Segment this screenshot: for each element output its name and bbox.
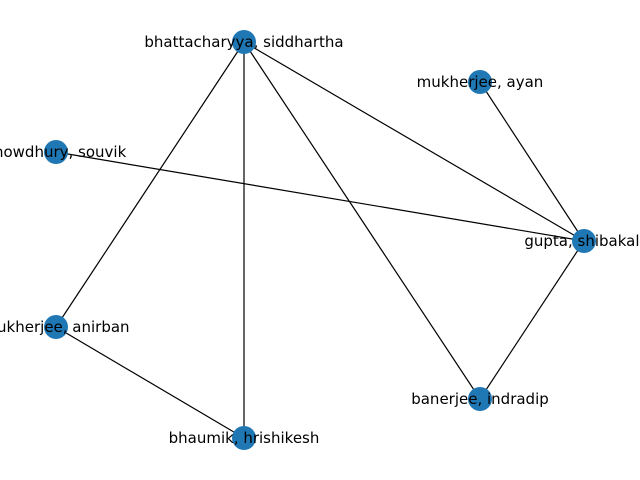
node-banerjee — [468, 387, 492, 411]
node-label-bhaumik: bhaumik, hrishikesh — [169, 429, 320, 447]
node-bhaumik — [232, 426, 256, 450]
node-label-bhattacharyya: bhattacharyya, siddhartha — [144, 33, 343, 51]
nodes-layer — [44, 30, 596, 450]
node-label-gupta: gupta, shibakali — [524, 232, 640, 250]
node-label-banerjee: banerjee, indradip — [411, 390, 549, 408]
node-label-mukherjee_anirban: mukherjee, anirban — [0, 318, 130, 336]
edge-chowdhury-gupta — [55, 151, 585, 242]
edge-bhattacharyya-mukherjee_anirban — [55, 41, 245, 328]
node-bhattacharyya — [232, 30, 256, 54]
node-mukherjee_ayan — [468, 70, 492, 94]
node-chowdhury — [44, 140, 68, 164]
labels-layer: bhattacharyya, siddhartha mukherjee, ayan… — [0, 33, 640, 447]
edge-mukherjee_anirban-bhaumik — [55, 326, 245, 439]
node-label-chowdhury: chowdhury, souvik — [0, 143, 127, 161]
node-mukherjee_anirban — [44, 315, 68, 339]
edges-layer — [55, 41, 585, 439]
edge-gupta-banerjee — [479, 240, 585, 400]
edge-bhattacharyya-banerjee — [243, 41, 481, 400]
node-gupta — [572, 229, 596, 253]
node-label-mukherjee_ayan: mukherjee, ayan — [417, 73, 544, 91]
edge-bhattacharyya-gupta — [243, 41, 585, 242]
edge-mukherjee_ayan-gupta — [479, 81, 585, 242]
